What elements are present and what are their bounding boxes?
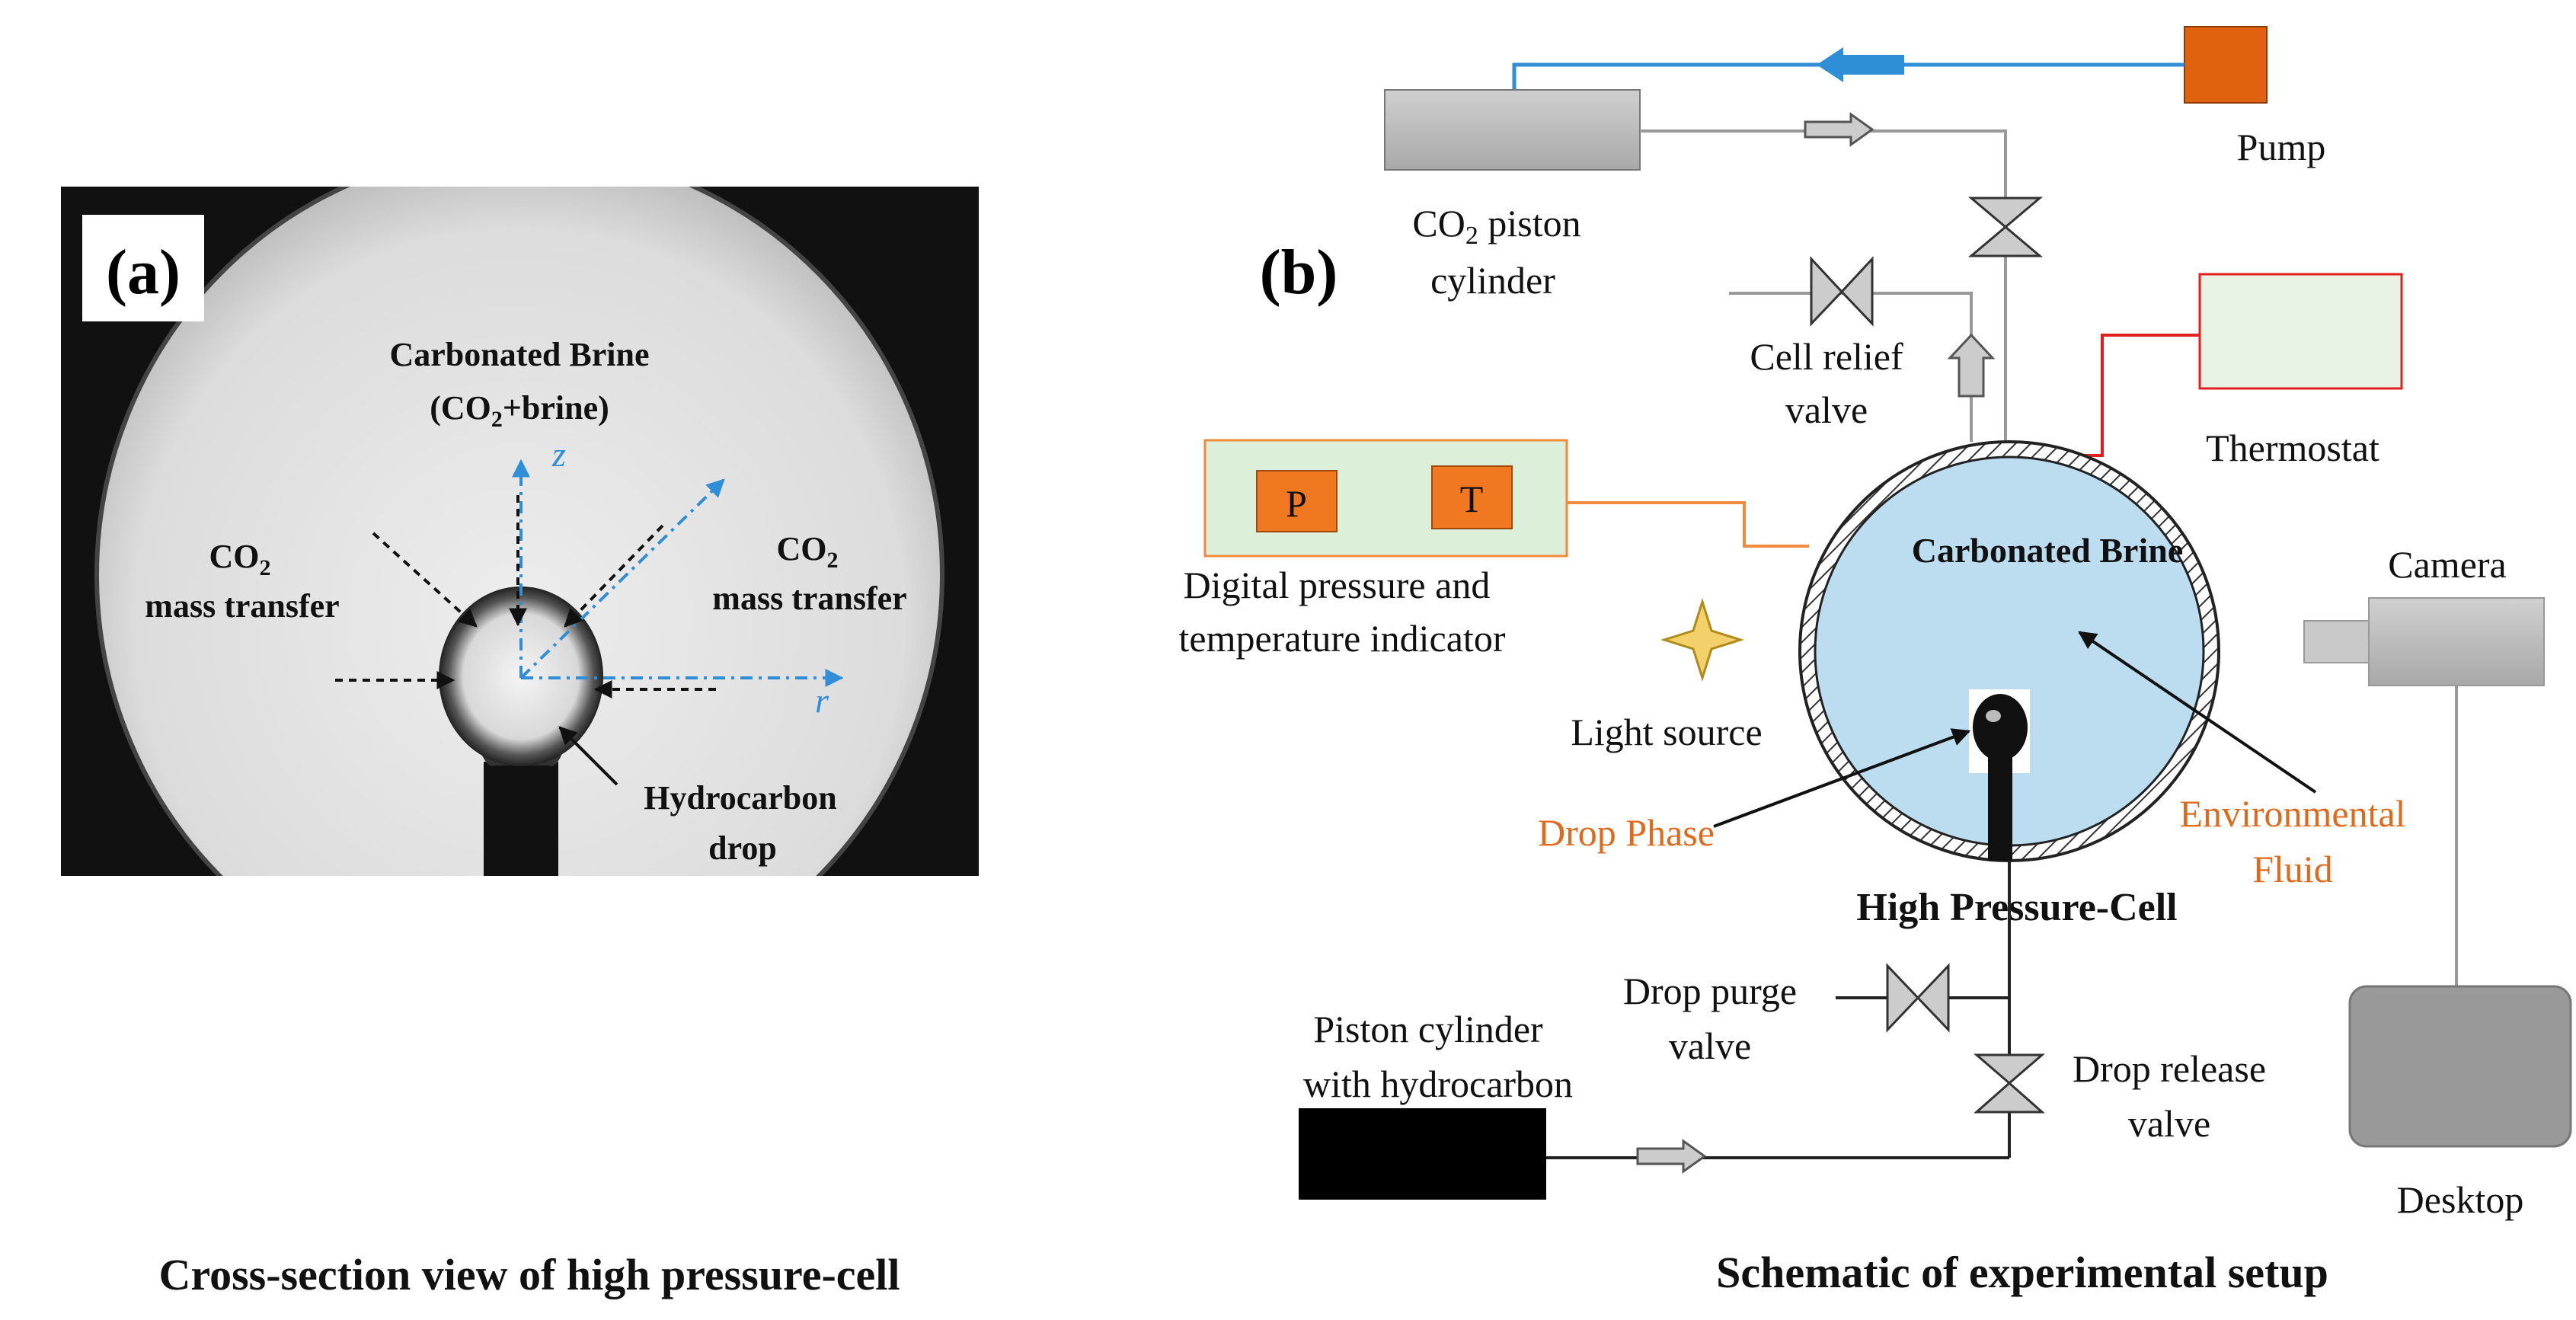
indicator-line1: Digital pressure and <box>1184 564 1491 606</box>
thermostat-box <box>2198 273 2403 390</box>
release-valve-line1: Drop release <box>2073 1047 2266 1090</box>
drop-release-valve <box>1973 1053 2046 1114</box>
brine-formula-pre: (CO <box>430 389 491 427</box>
camera-body <box>2368 597 2545 686</box>
co2-right-sub: 2 <box>827 548 839 573</box>
desktop-label: Desktop <box>2397 1178 2524 1221</box>
co2-left-main: CO <box>209 538 260 575</box>
pressure-gauge <box>1256 470 1338 532</box>
panel-b: (b) Pump CO2 piston cylinder Cell relief… <box>1179 26 2572 1297</box>
light-source-icon <box>1660 598 1744 682</box>
brine-formula-post: +brine) <box>503 389 609 427</box>
cell-drop-highlight <box>1986 710 2001 722</box>
indicator-line2: temperature indicator <box>1179 617 1506 660</box>
environmental-fluid-line1: Environmental <box>2179 792 2405 835</box>
mass-transfer-arrow <box>372 532 478 628</box>
indicator-line <box>1567 501 1809 548</box>
r-axis-label: r <box>815 681 829 720</box>
pressure-gauge-label: P <box>1286 482 1307 525</box>
needle <box>484 762 558 876</box>
mass-transfer-arrow <box>564 524 664 628</box>
cell-relief-line1: Cell relief <box>1750 335 1903 378</box>
panel-a-caption: Cross-section view of high pressure-cell <box>158 1250 900 1299</box>
co2-left-label: CO2 <box>209 538 271 580</box>
thermostat-line <box>2076 334 2200 457</box>
hydrocarbon-flow-arrow <box>1636 1139 1707 1174</box>
cell-drop <box>1973 694 2028 761</box>
drop-phase-label: Drop Phase <box>1538 811 1715 854</box>
co2-piston-cylinder <box>1384 89 1641 171</box>
co2-left-line2: mass transfer <box>145 587 339 625</box>
panel-a-label-box <box>82 215 204 321</box>
drop-pointer-arrow <box>558 726 618 786</box>
camera-lens <box>2303 620 2370 663</box>
temperature-gauge <box>1431 465 1513 529</box>
brine-title: Carbonated Brine <box>390 336 650 373</box>
z-axis-label: z <box>551 435 566 474</box>
pump-label: Pump <box>2237 126 2326 168</box>
purge-valve-line2: valve <box>1669 1024 1751 1067</box>
high-pressure-cell-label: High Pressure-Cell <box>1856 886 2177 929</box>
co2-cylinder-label: CO2 piston <box>1412 202 1580 250</box>
drop-label-line2: drop <box>708 829 777 867</box>
co2-cylinder-line2: cylinder <box>1430 259 1555 302</box>
co2-cyl-rest: piston <box>1478 202 1581 245</box>
hc-cylinder-line2: with hydrocarbon <box>1303 1063 1573 1105</box>
co2-cyl-sub: 2 <box>1465 222 1478 250</box>
co2-right-main: CO <box>777 530 827 567</box>
relief-flow-arrow <box>1947 333 1996 398</box>
panel-a-label: (a) <box>106 237 181 308</box>
cell-relief-line2: valve <box>1785 388 1868 431</box>
co2-inlet-valve <box>1967 197 2044 257</box>
co2-right-label: CO2 <box>777 530 839 573</box>
panel-a: (a) z r Carbonated Brine (CO2+brine) CO2… <box>0 0 1093 1320</box>
desktop-box <box>2348 985 2572 1148</box>
co2-feed-line <box>1640 129 2007 442</box>
carbonated-brine-label: Carbonated Brine <box>1912 531 2184 570</box>
thermostat-label: Thermostat <box>2206 427 2379 469</box>
release-valve-line2: valve <box>2128 1102 2210 1145</box>
hc-cylinder-line1: Piston cylinder <box>1313 1008 1543 1050</box>
co2-right-line2: mass transfer <box>712 580 906 617</box>
drop-purge-valve <box>1886 963 1950 1033</box>
camera-label: Camera <box>2388 543 2506 586</box>
drop-label-line1: Hydrocarbon <box>644 779 836 817</box>
brine-formula-sub: 2 <box>491 407 503 432</box>
co2-left-sub: 2 <box>260 555 271 580</box>
diagonal-axis <box>519 478 725 679</box>
co2-flow-arrow <box>1817 47 1904 82</box>
cell-needle <box>1988 754 2012 861</box>
co2-cyl-main: CO <box>1412 202 1465 245</box>
hydrocarbon-piston-cylinder <box>1299 1108 1546 1200</box>
panel-b-caption: Schematic of experimental setup <box>1716 1248 2328 1297</box>
panel-b-label: (b) <box>1260 237 1338 308</box>
temperature-gauge-label: T <box>1460 478 1484 520</box>
environmental-fluid-line2: Fluid <box>2252 848 2333 890</box>
environmental-fluid-arrow <box>2078 631 2317 794</box>
purge-valve-line1: Drop purge <box>1623 970 1797 1012</box>
brine-formula: (CO2+brine) <box>430 389 609 432</box>
pump-box <box>2184 26 2268 104</box>
drop-phase-arrow <box>1713 728 1971 828</box>
cell-relief-valve <box>1810 256 1874 327</box>
co2-supply-line <box>1512 62 2184 90</box>
light-source-label: Light source <box>1571 711 1762 753</box>
co2-feed-arrow <box>1804 112 1874 147</box>
